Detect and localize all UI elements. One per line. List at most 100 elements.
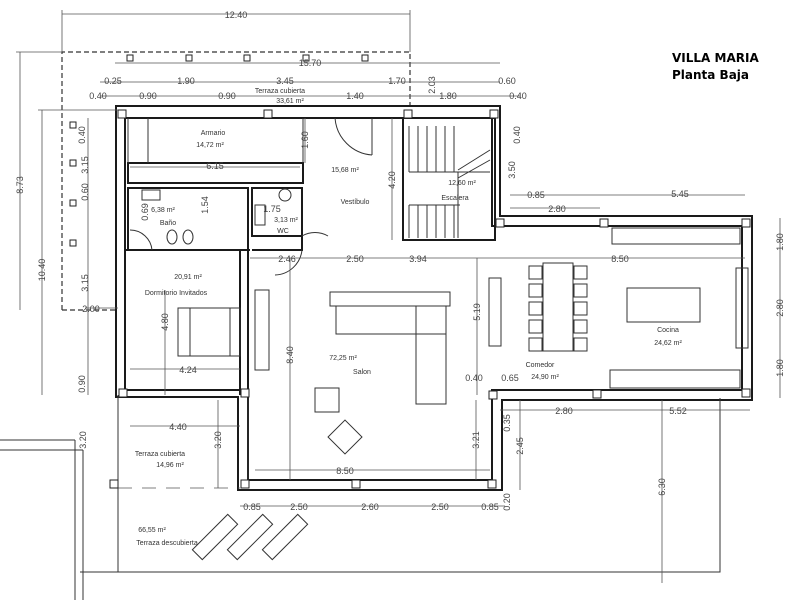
dim-label: 8.40 bbox=[285, 346, 295, 364]
plan-subtitle: Planta Baja bbox=[672, 68, 749, 82]
furniture bbox=[141, 188, 749, 561]
room-name: WC bbox=[277, 228, 289, 235]
dim-label: 0.60 bbox=[498, 76, 516, 86]
room-area: 20,91 m² bbox=[174, 274, 202, 281]
dim-label: 10.40 bbox=[37, 259, 47, 282]
dim-label: 4.40 bbox=[169, 422, 187, 432]
dim-label: 3.94 bbox=[409, 254, 427, 264]
sun-loungers bbox=[191, 513, 309, 561]
dim-label: 2.50 bbox=[346, 254, 364, 264]
dim-label: 3.20 bbox=[213, 431, 223, 449]
exterior-walls bbox=[115, 105, 753, 491]
sideboard bbox=[488, 277, 502, 347]
dim-label: 3.45 bbox=[276, 76, 294, 86]
room-area: 15,68 m² bbox=[331, 167, 359, 174]
columns bbox=[69, 54, 751, 489]
dim-label: 1.40 bbox=[346, 91, 364, 101]
dim-label: 0.90 bbox=[218, 91, 236, 101]
dim-label: 8.73 bbox=[15, 176, 25, 194]
dim-label: 0.85 bbox=[481, 502, 499, 512]
room-name: Comedor bbox=[526, 362, 555, 369]
dim-label: 1.70 bbox=[388, 76, 406, 86]
dim-label: 3.20 bbox=[78, 431, 88, 449]
dim-label: 0.35 bbox=[502, 414, 512, 432]
dim-label: 2.80 bbox=[555, 406, 573, 416]
dim-label: 1.90 bbox=[177, 76, 195, 86]
dim-label: 2.00 bbox=[82, 304, 100, 314]
dim-label: 2.03 bbox=[427, 76, 437, 94]
dim-label: 3.15 bbox=[80, 156, 90, 174]
room-name: Terraza descubierta bbox=[136, 540, 198, 547]
dim-label: 8.50 bbox=[611, 254, 629, 264]
room-name: Dormitorio Invitados bbox=[145, 290, 208, 297]
room-area: 14,96 m² bbox=[156, 462, 184, 469]
bed bbox=[177, 307, 241, 357]
room-name: Terraza cubierta bbox=[255, 88, 305, 95]
dim-label: 8.50 bbox=[336, 466, 354, 476]
dim-label: 0.40 bbox=[509, 91, 527, 101]
dim-label: 0.20 bbox=[502, 493, 512, 511]
dim-label: 0.60 bbox=[80, 183, 90, 201]
room-labels: Terraza cubierta 33,61 m² Armario 14,72 … bbox=[135, 88, 683, 547]
dining-chairs bbox=[528, 265, 588, 352]
dim-label: 2.60 bbox=[361, 502, 379, 512]
kitchen-island bbox=[626, 287, 701, 323]
room-area: 12,60 m² bbox=[448, 180, 476, 187]
dim-label: 3.50 bbox=[507, 161, 517, 179]
dim-label: 0.40 bbox=[77, 126, 87, 144]
room-name: Escalera bbox=[441, 195, 468, 202]
dim-label: 5.52 bbox=[669, 406, 687, 416]
dim-label: 2.80 bbox=[775, 299, 785, 317]
upper-terrace-outline bbox=[61, 51, 411, 311]
room-name: Baño bbox=[160, 220, 176, 227]
dim-label: 0.65 bbox=[501, 373, 519, 383]
dim-label: 2.80 bbox=[548, 204, 566, 214]
dim-label: 0.69 bbox=[140, 203, 150, 221]
dim-label: 2.50 bbox=[431, 502, 449, 512]
terrace-outlines bbox=[0, 395, 721, 600]
dim-label: 4.20 bbox=[387, 171, 397, 189]
room-name: Cocina bbox=[657, 327, 679, 334]
dim-label: 1.80 bbox=[775, 233, 785, 251]
room-name: Terraza cubierta bbox=[135, 451, 185, 458]
dim-label: 3.21 bbox=[471, 431, 481, 449]
dim-label: 0.85 bbox=[243, 502, 261, 512]
dim-label: 0.40 bbox=[465, 373, 483, 383]
room-area: 14,72 m² bbox=[196, 142, 224, 149]
dim-label: 5.19 bbox=[472, 303, 482, 321]
dim-label: 4.24 bbox=[179, 365, 197, 375]
sofa bbox=[329, 291, 451, 307]
wardrobe bbox=[254, 289, 270, 371]
room-area: 3,13 m² bbox=[274, 217, 298, 224]
dim-label: 0.90 bbox=[139, 91, 157, 101]
dim-label: 15.70 bbox=[299, 58, 322, 68]
room-area: 66,55 m² bbox=[138, 527, 166, 534]
dim-label: 1.80 bbox=[439, 91, 457, 101]
kitchen-counter bbox=[611, 227, 741, 245]
dim-label: 1.54 bbox=[200, 196, 210, 214]
dim-label: 0.85 bbox=[527, 190, 545, 200]
room-area: 24,90 m² bbox=[531, 374, 559, 381]
dimension-labels: 12.40 15.70 0.25 0.40 0.90 1.90 0.90 3.4… bbox=[15, 10, 785, 512]
room-area: 6,38 m² bbox=[151, 207, 175, 214]
armchair bbox=[314, 387, 340, 413]
dim-label: 2.45 bbox=[515, 437, 525, 455]
room-area: 24,62 m² bbox=[654, 340, 682, 347]
dim-label: 0.25 bbox=[104, 76, 122, 86]
dimension-lines bbox=[16, 10, 781, 583]
dim-label: 12.40 bbox=[225, 10, 248, 20]
dim-label: 5.45 bbox=[671, 189, 689, 199]
dim-label: 1.60 bbox=[300, 131, 310, 149]
dining-table bbox=[542, 262, 574, 352]
room-name: Salon bbox=[353, 369, 371, 376]
dim-label: 6.30 bbox=[657, 478, 667, 496]
kitchen-counter bbox=[609, 369, 741, 389]
dim-label: 1.80 bbox=[775, 359, 785, 377]
dim-label: 0.40 bbox=[512, 126, 522, 144]
armchair bbox=[327, 419, 363, 455]
dim-label: 0.40 bbox=[89, 91, 107, 101]
plan-title: VILLA MARIA bbox=[672, 51, 759, 65]
dim-label: 6.15 bbox=[206, 161, 224, 171]
room-area: 72,25 m² bbox=[329, 355, 357, 362]
